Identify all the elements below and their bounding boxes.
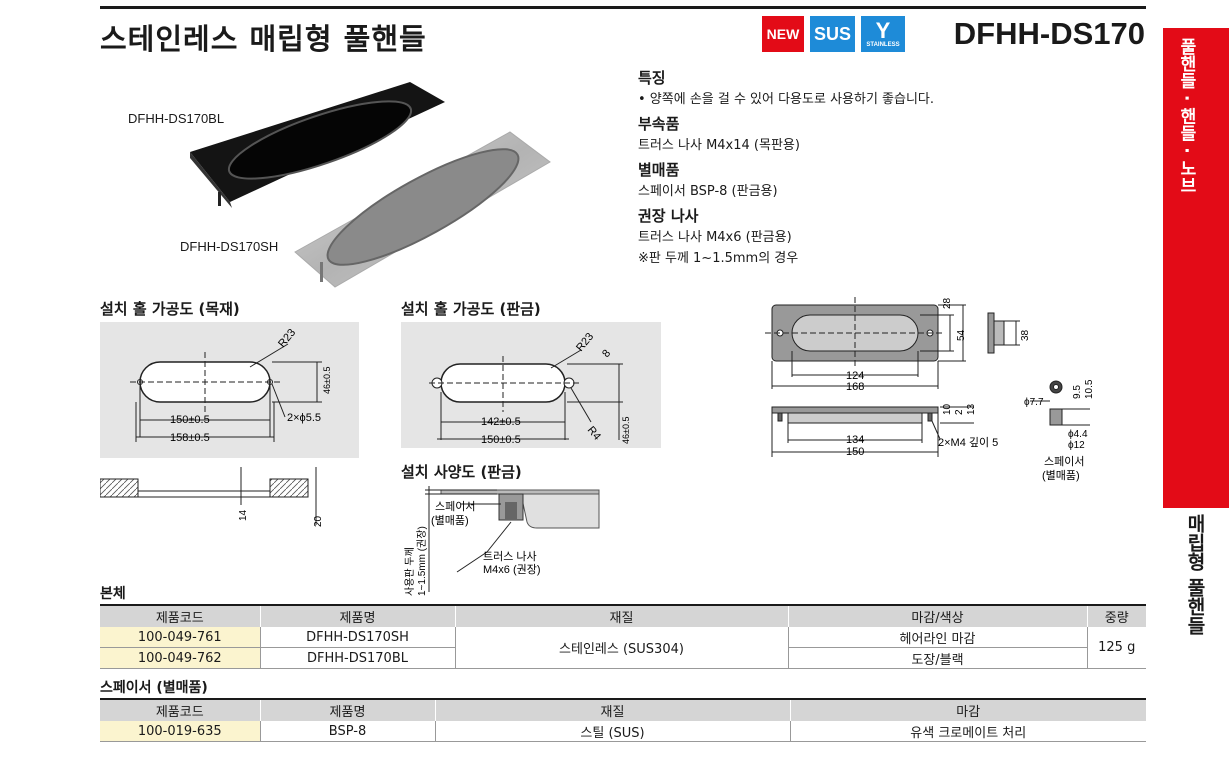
product-code: DFHH-DS170 [953,16,1145,51]
dim-phi77: ϕ7.7 [1024,397,1044,408]
usage-spacer-sub: (별매품) [431,514,469,527]
dim-2: 2 [954,409,965,415]
accessory-text: 트러스 나사 M4x14 (목판용) [638,138,800,153]
features-section: 특징 • 양쪽에 손을 걸 수 있어 다용도로 사용하기 좋습니다. 부속품 트… [638,64,1138,269]
dim-134: 134 [846,434,864,446]
body-th-weight: 중량 [1086,606,1146,627]
usage-bolt-label: 트러스 나사 [483,550,537,563]
spacer-th-code: 제품코드 [100,700,260,721]
usage-bolt-sub: M4x6 (권장) [483,563,541,576]
dim-95: 9.5 [1072,385,1083,399]
dim-124: 124 [846,370,864,382]
spacer-material: 스틸 (SUS) [434,721,790,742]
sheet-r23: R23 [574,331,596,354]
new-badge: NEW [762,16,804,52]
body-name-2: DFHH-DS170BL [259,647,455,669]
usage-plate-sub: 1~1.5mm (권장) [416,526,428,596]
spacer-name: BSP-8 [259,721,435,742]
dim-phi44: ϕ4.4 [1068,429,1088,440]
spacer-th-finish: 마감 [789,700,1146,721]
table-row: 100-049-761 DFHH-DS170SH 스테인레스 (SUS304) … [100,627,1146,669]
dim-54: 54 [956,329,967,341]
sheet-d142: 142±0.5 [481,416,521,428]
body-th-name: 제품명 [259,606,455,627]
wood-depth-20: 20 [313,515,324,527]
usage-drawing-title: 설치 사양도 (판금) [401,463,522,481]
dimension-drawing: 28 54 38 124 168 10 2 13 134 150 2×M4 깊이… [765,297,1095,482]
category-sidebar [1163,28,1229,508]
dim-38: 38 [1020,329,1031,341]
sheet-height: 46±0.5 [621,417,631,444]
dim-13: 13 [966,403,977,415]
stainless-handle-image [294,131,551,288]
wood-d150: 150±0.5 [170,414,210,426]
wood-height: 46±0.5 [322,367,332,394]
spacer-code: 100-019-635 [100,721,260,742]
body-weight: 125 g [1086,627,1146,669]
spacer-table-title: 스페이서 (별매품) [100,680,208,696]
body-material: 스테인레스 (SUS304) [454,627,788,669]
product-photo [190,82,551,288]
spacer-th-name: 제품명 [259,700,435,721]
body-finish-2: 도장/블랙 [787,647,1087,669]
sheet-r4: R4 [585,424,603,442]
body-name-1: DFHH-DS170SH [259,627,455,648]
stainless-y-icon: Y [875,18,891,43]
sheet-drawing-title: 설치 홀 가공도 (판금) [401,300,541,318]
dim-10: 10 [942,403,953,415]
separate-text: 스페이서 BSP-8 (판금용) [638,184,778,199]
usage-spacer-label: 스페이서 [435,500,475,513]
usage-plate-label: 사용판 두께 [404,547,416,596]
body-code-2: 100-049-762 [100,647,260,669]
recommend-heading: 권장 나사 [638,207,699,225]
sus-badge: SUS [810,16,855,52]
body-table: 제품코드 제품명 재질 마감/색상 중량 100-049-761 DFHH-DS… [100,604,1146,669]
dim-168: 168 [846,381,864,393]
body-code-1: 100-049-761 [100,627,260,648]
usage-drawing: 스페이서 (별매품) 트러스 나사 M4x6 (권장) 사용판 두께 1~1.5… [404,486,600,596]
stainless-badge-label: STAINLESS [866,42,900,48]
body-th-finish: 마감/색상 [787,606,1087,627]
recommend-text-2: ※판 두께 1~1.5mm의 경우 [638,251,799,266]
dim-28: 28 [942,297,953,309]
sheet-d150: 150±0.5 [481,434,521,446]
wood-hole-drawing: R23 46±0.5 150±0.5 158±0.5 2×ϕ5.5 [130,327,332,444]
dim-spacer-label: 스페이서 [1044,455,1084,468]
subcategory-label: 매립형 풀핸들 [1184,514,1206,635]
wood-r23: R23 [276,327,298,350]
photo-label-bl: DFHH-DS170BL [128,111,225,126]
wood-hole-dia: 2×ϕ5.5 [287,412,321,424]
wood-drawing-title: 설치 홀 가공도 (목재) [100,300,240,318]
body-table-title: 본체 [100,586,126,602]
spacer-table: 제품코드 제품명 재질 마감 100-019-635 BSP-8 스틸 (SUS… [100,698,1146,742]
body-finish-1: 헤어라인 마감 [787,627,1087,648]
separate-heading: 별매품 [638,161,680,179]
dim-105: 10.5 [1084,379,1095,399]
recommend-text-1: 트러스 나사 M4x6 (판금용) [638,230,792,245]
wood-section-drawing: 14 20 [100,467,324,527]
table-row: 100-019-635 BSP-8 스틸 (SUS) 유색 크로메이트 처리 [100,721,1146,742]
feature-text: • 양쪽에 손을 걸 수 있어 다용도로 사용하기 좋습니다. [638,92,935,107]
body-th-material: 재질 [454,606,788,627]
dim-screw: 2×M4 깊이 5 [938,436,998,449]
sheet-hole-drawing: R23 8 R4 46±0.5 142±0.5 150±0.5 [429,331,631,446]
table-row: 100-049-762 DFHH-DS170BL 도장/블랙 [100,647,1146,669]
page-title: 스테인레스 매립형 풀핸들 [100,22,427,56]
spacer-th-material: 재질 [434,700,790,721]
dim-phi12: ϕ12 [1068,440,1085,451]
top-rule [100,6,1146,9]
accessory-heading: 부속품 [638,115,680,133]
wood-d158: 158±0.5 [170,432,210,444]
category-label[interactable]: 풀핸들 · 핸들 · 노브 [1176,38,1196,194]
feature-heading: 특징 [638,69,666,87]
wood-depth-14: 14 [238,509,249,521]
spacer-finish: 유색 크로메이트 처리 [789,721,1146,742]
sheet-width-8: 8 [600,348,613,360]
photo-label-sh: DFHH-DS170SH [180,239,279,254]
body-th-code: 제품코드 [100,606,260,627]
black-handle-image [190,82,445,208]
dim-spacer-sub: (별매품) [1042,469,1080,482]
dim-150: 150 [846,446,864,458]
